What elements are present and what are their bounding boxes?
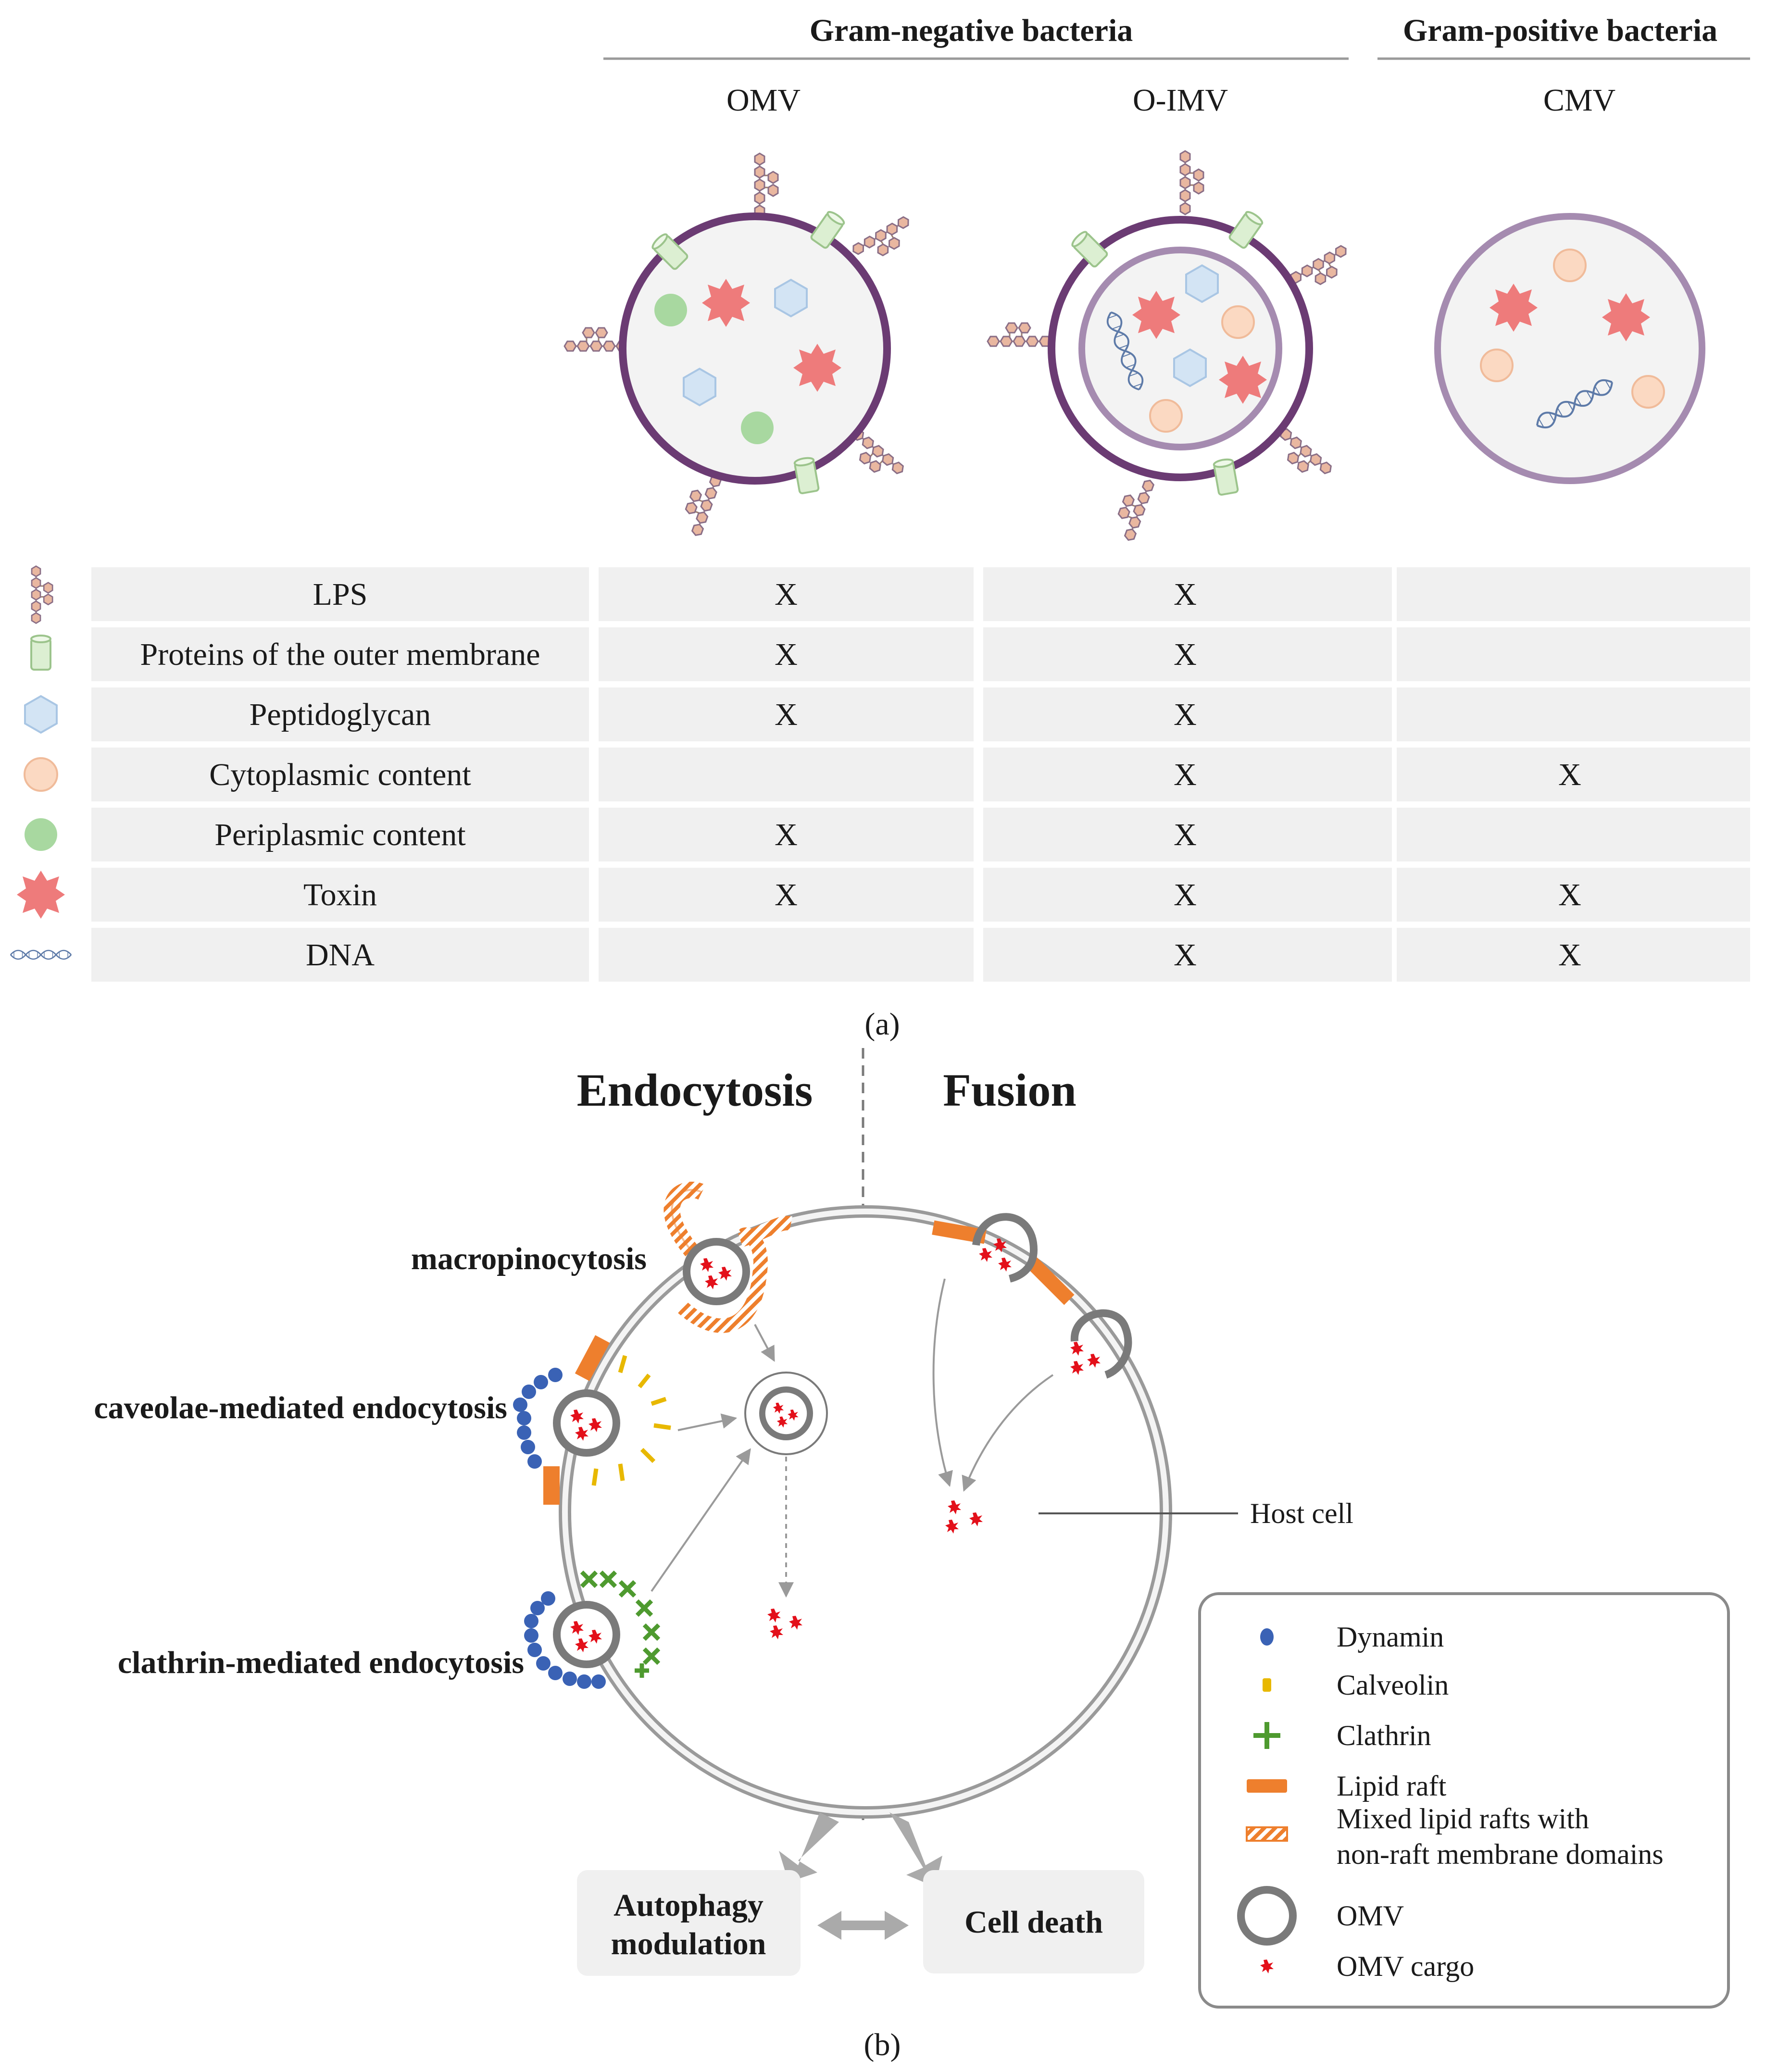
presence-mark: X	[775, 637, 798, 672]
presence-mark: X	[1174, 877, 1197, 912]
table-row: Periplasmic content X X	[25, 808, 1750, 861]
row-label: Periplasmic content	[214, 817, 465, 852]
fusion-title: Fusion	[943, 1064, 1076, 1116]
outer-membrane-protein-icon	[30, 635, 51, 671]
host-cell-label: Host cell	[1250, 1498, 1353, 1529]
presence-mark: X	[1174, 937, 1197, 973]
row-label: DNA	[306, 937, 375, 973]
legend-label: Clathrin	[1337, 1720, 1431, 1751]
outcome-autophagy-line2: modulation	[611, 1926, 766, 1961]
column-header-o-imv: O-IMV	[1133, 83, 1228, 118]
legend-label: Dynamin	[1337, 1621, 1444, 1653]
presence-mark: X	[1558, 937, 1581, 973]
table-row: DNA X X	[10, 928, 1750, 982]
outcome-cell-death: Cell death	[964, 1905, 1103, 1940]
table-row: Peptidoglycan X X	[24, 687, 1750, 741]
omv-illustration	[563, 152, 918, 538]
endocytosis-title: Endocytosis	[577, 1064, 813, 1116]
calveolin-icon	[1263, 1678, 1271, 1692]
toxin-icon	[17, 871, 65, 919]
arrow-to-autophagy	[779, 1812, 839, 1882]
table-row: Cytoplasmic content X X	[24, 748, 1750, 801]
double-arrow	[817, 1911, 909, 1940]
legend-label: OMV cargo	[1337, 1950, 1474, 1982]
outcome-autophagy-line1: Autophagy	[613, 1888, 764, 1923]
legend-item: Calveolin	[1263, 1669, 1449, 1701]
lipid-raft-icon	[1247, 1779, 1287, 1793]
omv-icon	[1237, 1886, 1297, 1946]
row-label: Peptidoglycan	[250, 697, 431, 732]
table-row: Toxin X X X	[17, 868, 1750, 922]
host-cell	[559, 1205, 1172, 1819]
group-header-gram-negative: Gram-negative bacteria	[810, 13, 1133, 48]
table-row: LPS X X	[31, 565, 1750, 624]
group-header-gram-positive: Gram-positive bacteria	[1403, 13, 1717, 48]
table-row: Proteins of the outer membrane X X	[30, 627, 1750, 681]
pathway-label-macropinocytosis: macropinocytosis	[411, 1241, 647, 1276]
pathway-label-caveolae: caveolae-mediated endocytosis	[94, 1390, 507, 1425]
presence-mark: X	[775, 697, 798, 732]
panel-b: Endocytosis Fusion Host cell	[94, 1048, 1730, 2062]
caption-a: (a)	[864, 1007, 900, 1042]
presence-mark: X	[1558, 877, 1581, 912]
outcomes: Autophagy modulation Cell death	[577, 1812, 1144, 1976]
legend-label: Lipid raft	[1337, 1770, 1447, 1802]
legend-item: OMV	[1237, 1886, 1404, 1946]
presence-mark: X	[1558, 757, 1581, 792]
cmv-illustration	[1434, 213, 1705, 484]
row-label: Proteins of the outer membrane	[140, 637, 540, 672]
legend-item: Dynamin	[1260, 1621, 1444, 1653]
fusion-events	[932, 1213, 1132, 1534]
presence-mark: X	[1174, 577, 1197, 612]
legend-label: OMV	[1337, 1900, 1404, 1932]
legend-label: Calveolin	[1337, 1669, 1449, 1701]
row-label: Toxin	[303, 877, 377, 912]
presence-mark: X	[775, 577, 798, 612]
column-header-cmv: CMV	[1543, 83, 1615, 118]
row-label: Cytoplasmic content	[209, 757, 471, 792]
lps-icon	[31, 565, 53, 624]
legend-item: OMV cargo	[1260, 1950, 1474, 1982]
panel-a: Gram-negative bacteria Gram-positive bac…	[10, 13, 1750, 1042]
row-label: LPS	[313, 577, 368, 612]
presence-mark: X	[775, 877, 798, 912]
peptidoglycan-icon	[24, 695, 58, 734]
clathrin-icon	[1253, 1722, 1280, 1749]
dynamin-icon	[1260, 1628, 1274, 1646]
legend-item: Clathrin	[1253, 1720, 1431, 1751]
presence-mark: X	[1174, 697, 1197, 732]
pathway-label-clathrin: clathrin-mediated endocytosis	[118, 1645, 524, 1680]
presence-mark: X	[1174, 637, 1197, 672]
autophagy-box	[577, 1870, 801, 1976]
presence-mark: X	[1174, 757, 1197, 792]
caption-b: (b)	[864, 2027, 901, 2062]
dna-icon	[10, 949, 72, 960]
periplasmic-content-icon	[25, 818, 57, 851]
endocytosis-events	[513, 1182, 828, 1689]
cell-death-box	[923, 1870, 1144, 1973]
o-imv-illustration	[987, 150, 1356, 543]
legend-item: Lipid raft	[1247, 1770, 1447, 1802]
mixed-lipid-raft-icon	[1246, 1826, 1288, 1842]
presence-mark: X	[1174, 817, 1197, 852]
column-header-omv: OMV	[726, 83, 801, 118]
presence-mark: X	[775, 817, 798, 852]
arrow-to-cell-death	[889, 1812, 942, 1887]
cytoplasmic-content-icon	[24, 757, 58, 792]
